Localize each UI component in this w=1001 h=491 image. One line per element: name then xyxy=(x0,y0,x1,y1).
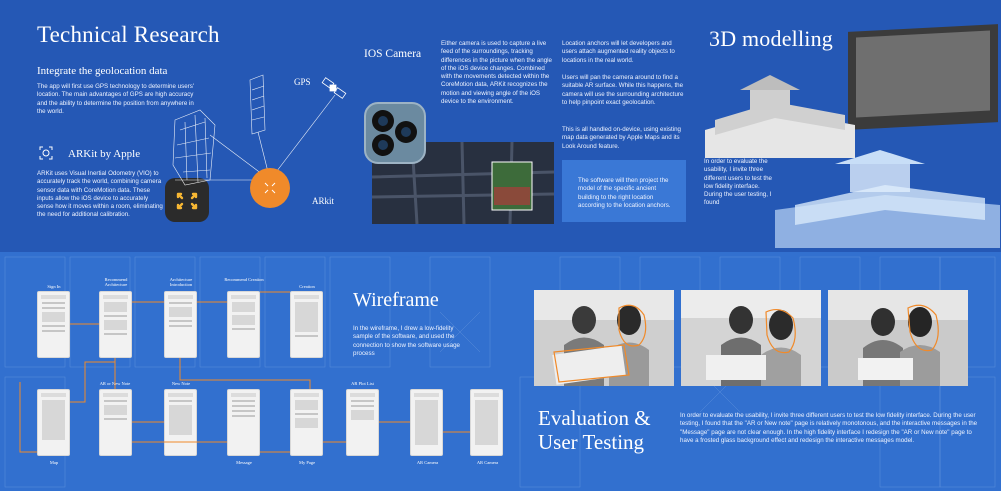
wireframe-architecture-intro xyxy=(164,291,197,358)
evaluation-title-line1: Evaluation & xyxy=(538,406,651,430)
label-arch-intro: Architecture Introduction xyxy=(169,277,193,287)
anchors-highlight-box: The software will then project the model… xyxy=(562,160,686,222)
wireframe-ar-new-note xyxy=(99,389,132,456)
tech-title: Technical Research xyxy=(37,22,220,47)
wireframe-ar-camera xyxy=(410,389,443,456)
user-testing-photo-2 xyxy=(681,290,821,386)
label-creation: Creation xyxy=(299,284,315,289)
wireframe-sign-in xyxy=(37,291,70,358)
arkit-heading: ARKit by Apple xyxy=(68,148,141,160)
geo-text: The app will first use GPS technology to… xyxy=(37,83,194,115)
user-testing-photo-1 xyxy=(534,290,674,386)
label-ar-camera: AR Camera xyxy=(416,460,439,465)
gps-label: GPS xyxy=(294,77,311,87)
arkit-text: ARKit uses Visual Inertial Odometry (VIO… xyxy=(37,170,163,219)
label-recommend-creation: Recommend Creation xyxy=(224,277,264,282)
anchors-p3: This is all handled on-device, using exi… xyxy=(562,126,682,150)
modelling-text: In order to evaluate the usability, I in… xyxy=(704,158,772,208)
iphone-camera-module xyxy=(364,102,426,164)
temple-model-image xyxy=(705,70,855,158)
camera-text: Either camera is used to capture a live … xyxy=(441,40,552,106)
wireframe-creation xyxy=(290,291,323,358)
wireframe-map xyxy=(37,389,70,456)
wireframe-my-page xyxy=(290,389,323,456)
laptop-image xyxy=(848,24,998,130)
glass-model-image xyxy=(775,150,1000,248)
label-ar-camera-2: AR Camera xyxy=(476,460,499,465)
evaluation-title-line2: User Testing xyxy=(538,430,645,454)
evaluation-text: In order to evaluate the usability, I in… xyxy=(680,412,978,444)
wireframe-new-note xyxy=(164,389,197,456)
arkit-icon xyxy=(38,145,54,161)
label-recommend: Recommend Architecture xyxy=(104,277,128,287)
label-new-note: New Note xyxy=(171,381,191,386)
wireframe-recommend-architecture xyxy=(99,291,132,358)
modelling-title: 3D modelling xyxy=(709,26,834,51)
evaluation-title: Evaluation & User Testing xyxy=(538,406,651,454)
label-ar-plot-list: AR Plot List xyxy=(351,381,374,386)
label-sign-in: Sign In xyxy=(47,284,61,289)
wireframe-ar-plot-list xyxy=(346,389,379,456)
label-my-page: My Page xyxy=(298,460,316,465)
arkit-label: ARkit xyxy=(312,196,335,206)
wireframe-ar-camera-2 xyxy=(470,389,503,456)
wireframe-text: In the wireframe, I drew a low-fidelity … xyxy=(353,325,460,357)
geolocation-diagram xyxy=(172,74,347,208)
modelling-text-body: In order to evaluate the usability, I in… xyxy=(704,158,772,207)
wireframe-recommend-creation xyxy=(227,291,260,358)
user-testing-photo-3 xyxy=(828,290,968,386)
anchors-box-text: The software will then project the model… xyxy=(578,177,671,209)
wireframe-connectors xyxy=(19,291,470,453)
laptop-screen xyxy=(856,30,990,118)
arkit-app-icon xyxy=(165,178,209,222)
label-map: Map xyxy=(49,460,59,465)
wireframe-message xyxy=(227,389,260,456)
label-message: Message xyxy=(236,460,252,465)
camera-title: IOS Camera xyxy=(364,48,422,60)
anchors-p2: Users will pan the camera around to find… xyxy=(562,74,684,106)
wireframe-title: Wireframe xyxy=(353,289,439,311)
geo-heading: Integrate the geolocation data xyxy=(37,65,168,77)
anchors-p1: Location anchors will let developers and… xyxy=(562,40,675,64)
